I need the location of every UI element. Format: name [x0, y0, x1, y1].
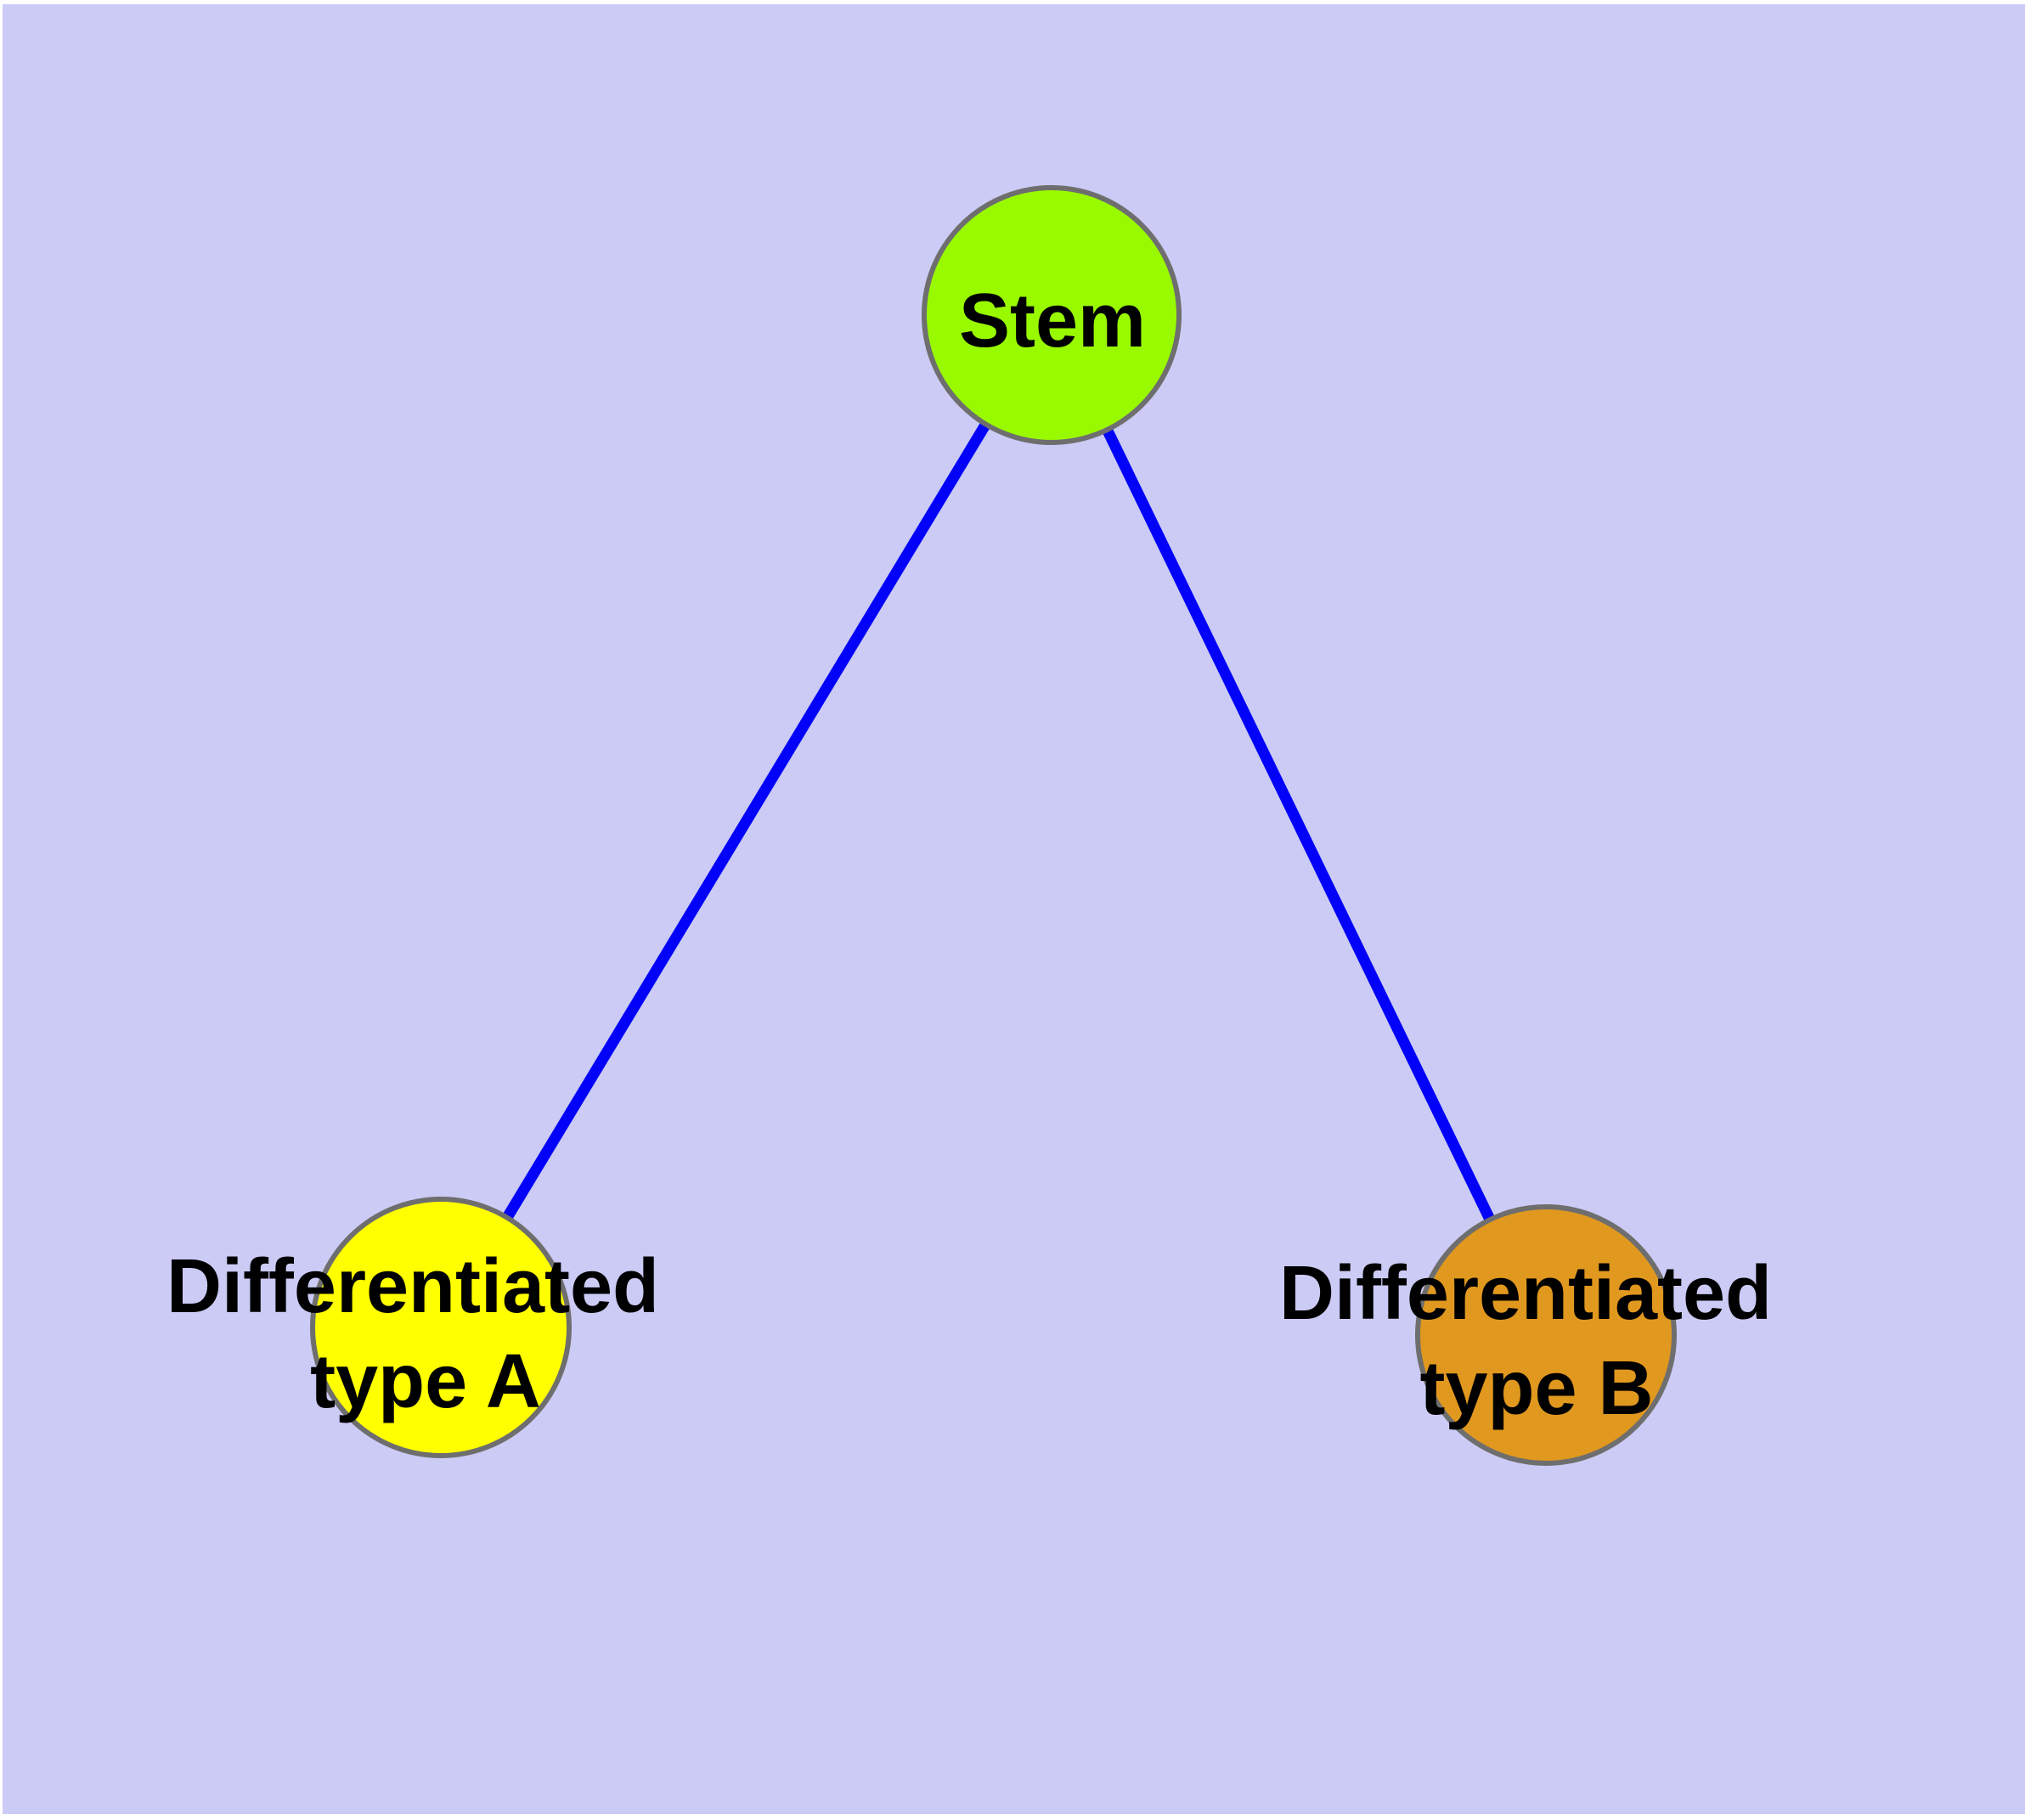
node-label-diff-b-line-1: Differentiated	[1279, 1251, 1772, 1336]
node-layer	[310, 185, 1677, 1466]
node-diff-a	[310, 1197, 572, 1458]
node-label-stem-line-1: Stem	[959, 279, 1146, 363]
node-label-diff-a-line-2: type A	[310, 1339, 541, 1424]
node-label-diff-a-line-1: Differentiated	[166, 1244, 659, 1329]
edge-layer	[436, 312, 1551, 1338]
node-stem	[922, 185, 1182, 445]
node-diff-b	[1415, 1204, 1677, 1466]
edge-stem-diff-a	[436, 312, 1057, 1331]
node-label-diff-b-line-2: type B	[1419, 1346, 1653, 1431]
edge-stem-diff-b	[1046, 313, 1551, 1338]
